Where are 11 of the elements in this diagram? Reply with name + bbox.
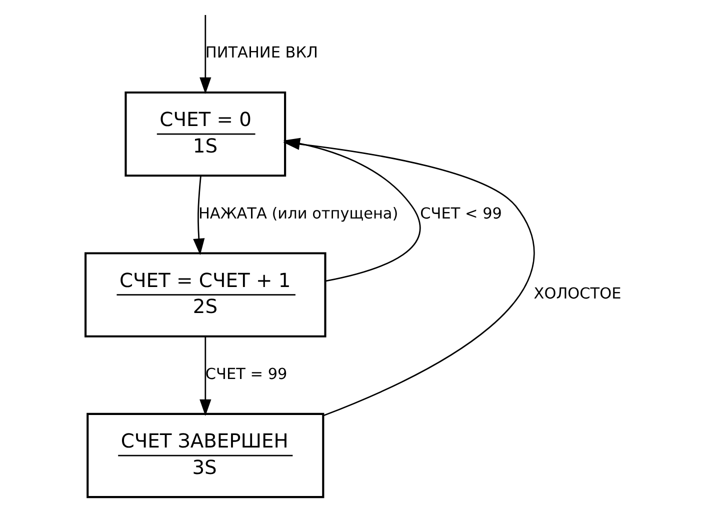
- arrow: [192, 176, 204, 256]
- edge-label: НАЖАТА (или отпущена): [198, 204, 398, 222]
- node-box: СЧЕТ ЗАВЕРШЕН 3S: [86, 412, 324, 498]
- edge-label: СЧЕТ = 99: [204, 365, 287, 384]
- edge-label: ХОЛОСТОЕ: [533, 284, 621, 303]
- edge-label: СЧЕТ < 99: [420, 204, 502, 222]
- node-box: СЧЕТ = СЧЕТ + 1 2S: [84, 252, 326, 338]
- arrow: [199, 15, 211, 94]
- edge-label: ПИТАНИЕ ВКЛ: [204, 44, 318, 62]
- arrow: [199, 336, 211, 416]
- node-box: СЧЕТ = 0 1S: [124, 91, 286, 177]
